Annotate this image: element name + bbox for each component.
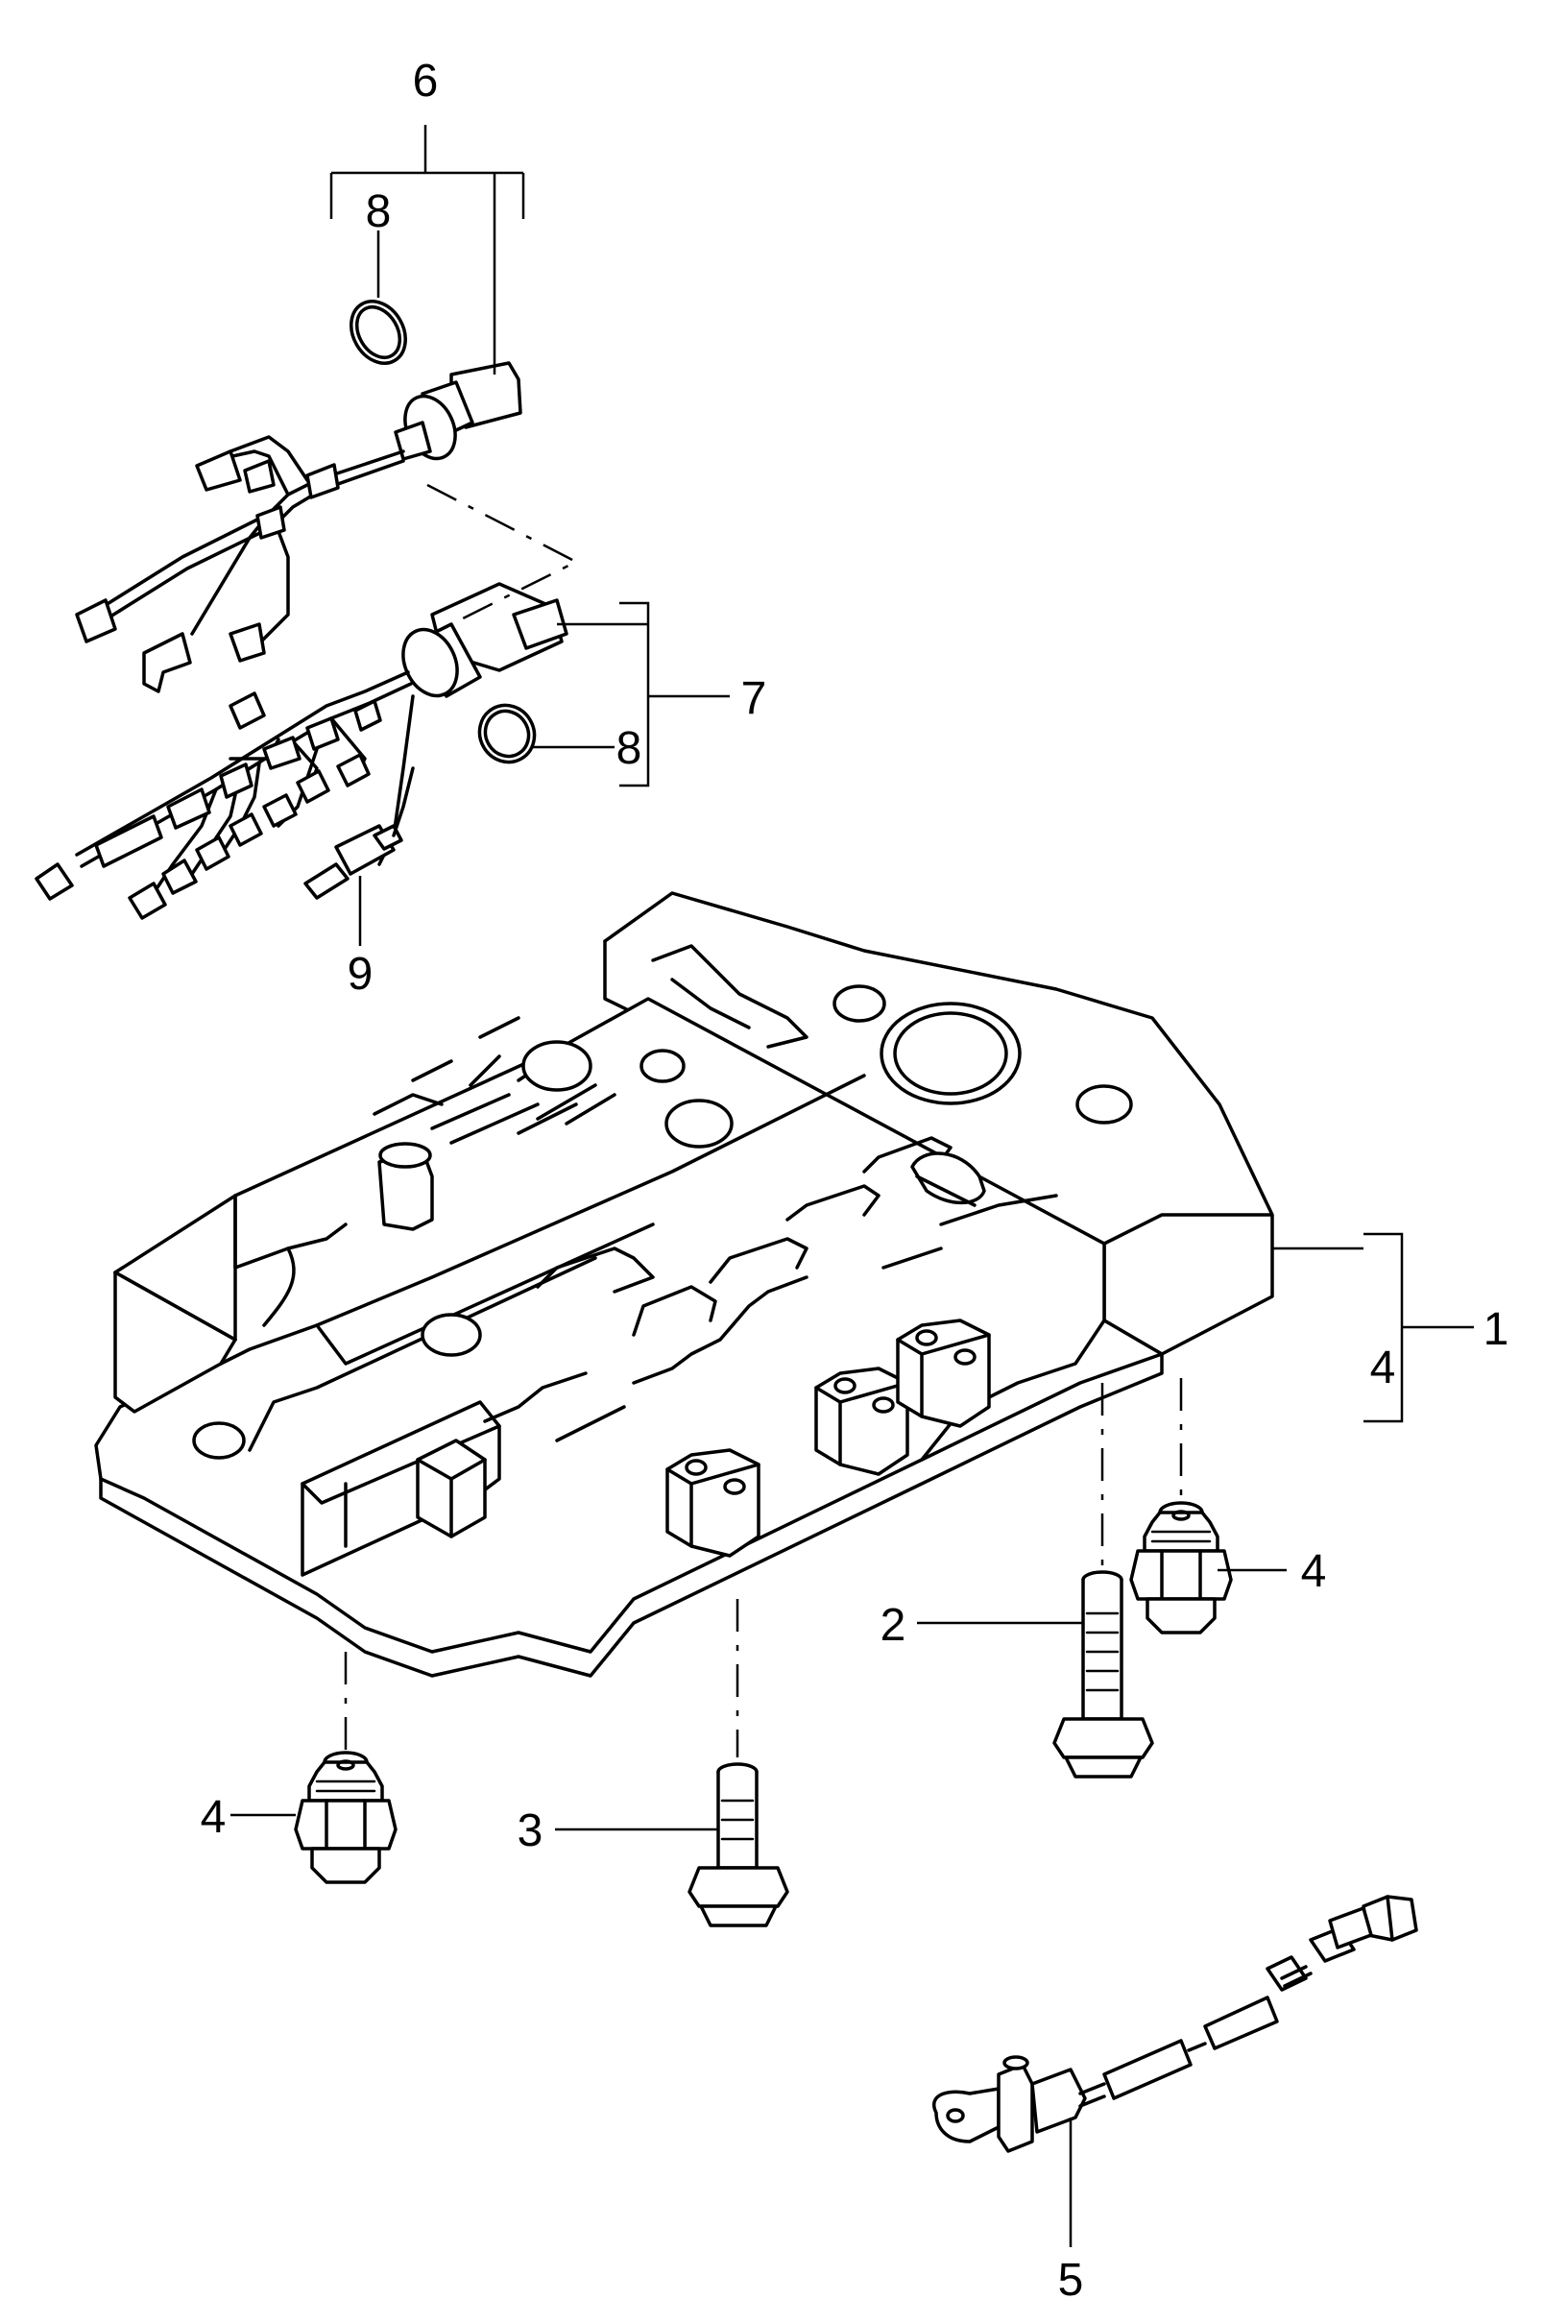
standoff-1 <box>665 1448 760 1558</box>
bracket-part-1 <box>1272 1232 1474 1423</box>
label-5: 5 <box>1058 2255 1084 2306</box>
label-2: 2 <box>880 1600 906 1651</box>
o-ring-middle <box>477 703 537 764</box>
label-3: 3 <box>518 1805 543 1856</box>
bolt-part-3 <box>688 1762 789 1927</box>
label-6: 6 <box>413 56 439 107</box>
label-4-bracket: 4 <box>1370 1343 1396 1393</box>
bracket-part-6 <box>329 125 525 375</box>
label-4-left: 4 <box>201 1792 227 1843</box>
bolt-part-2 <box>1052 1570 1154 1779</box>
label-8-mid: 8 <box>616 723 642 774</box>
label-8-top: 8 <box>366 186 392 237</box>
label-9: 9 <box>348 949 374 1000</box>
plug-part-4-left <box>294 1751 398 1884</box>
wiring-harness-upper <box>75 361 522 693</box>
sensor-part-9 <box>303 766 415 900</box>
label-1: 1 <box>1484 1304 1509 1355</box>
plug-part-4-right <box>1129 1501 1233 1634</box>
standoff-2 <box>814 1367 909 1476</box>
bracket-part-7 <box>358 601 730 946</box>
standoff-3 <box>896 1319 991 1428</box>
speed-sensor-part-5 <box>932 1895 1418 2153</box>
wiring-harness-lower <box>35 582 568 920</box>
label-4-right: 4 <box>1301 1546 1327 1597</box>
label-7: 7 <box>741 673 767 724</box>
valve-body-plate <box>94 891 1274 1678</box>
o-ring-top <box>350 300 407 365</box>
